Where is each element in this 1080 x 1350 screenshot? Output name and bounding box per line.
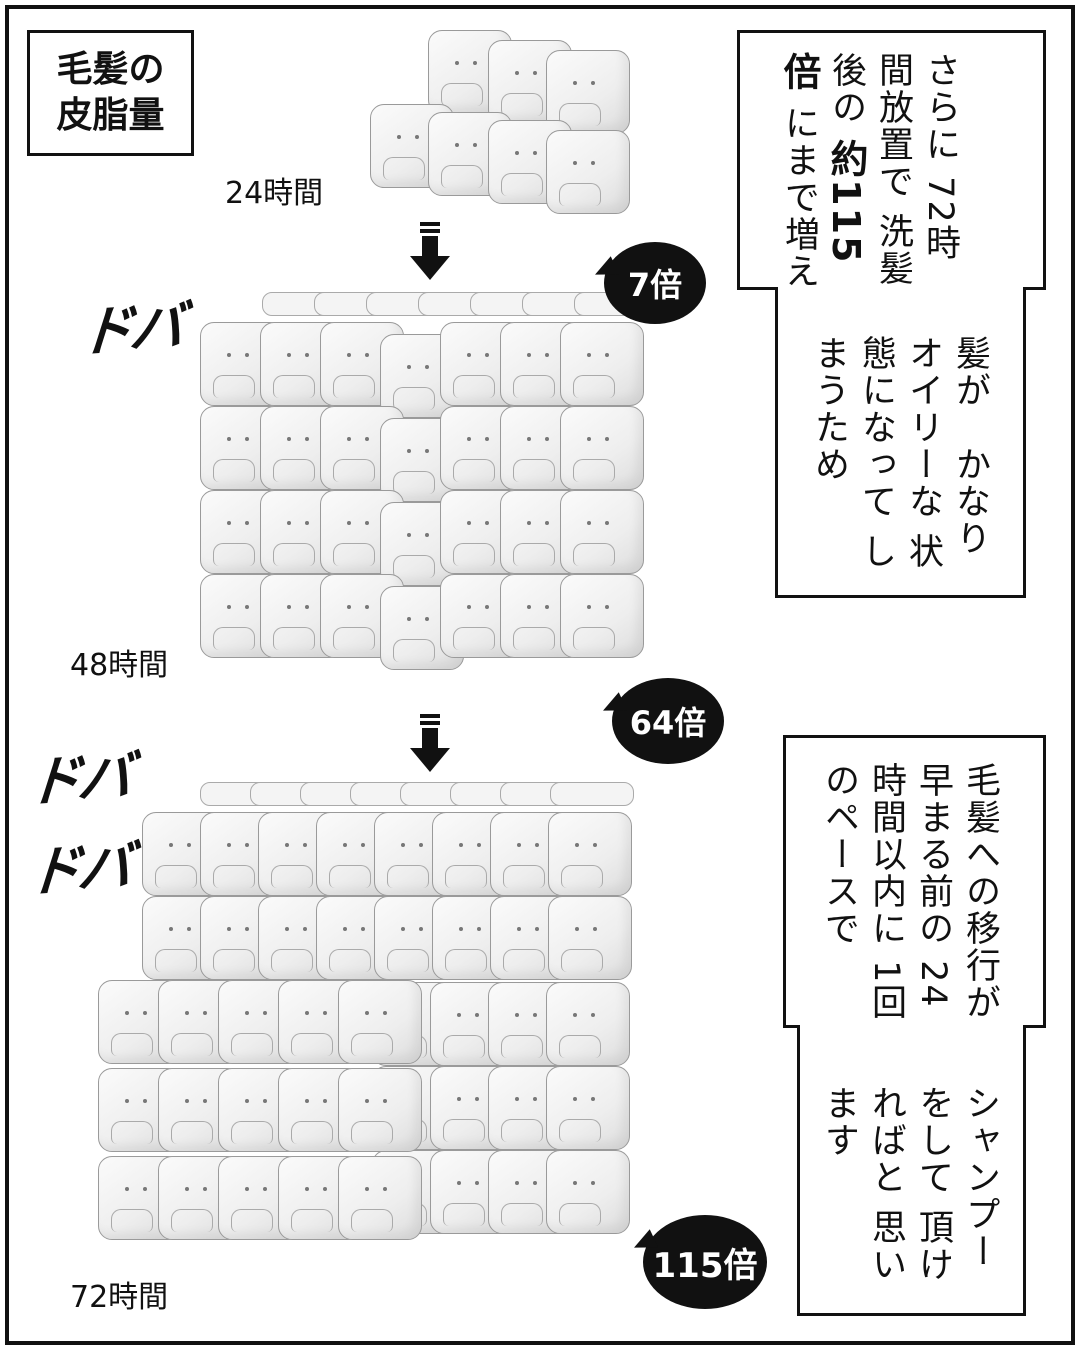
sebum-cube [560, 574, 644, 658]
narration-box-1-upper [737, 30, 1046, 290]
sound-effect-doba: ドバ [25, 834, 131, 905]
sebum-cube [546, 130, 630, 214]
text-column: 24時間以内に [866, 762, 953, 1009]
text-column: 72時間放置で [873, 52, 960, 262]
narration-1-top: さらに 72時間放置で 洗髪後の 約115倍 にまで増え [775, 52, 963, 292]
text-column: 洗髪後の [826, 52, 913, 288]
sebum-cube [560, 322, 644, 406]
narration-box-2-lower [797, 1018, 1026, 1316]
multiplier-bubble-7x: 7倍 [604, 242, 706, 324]
text-column: をして [913, 1085, 953, 1196]
sebum-cube [548, 812, 632, 896]
narration-2-top: 毛髪への移行が 早まる前の 24時間以内に 1回のペースで [815, 762, 1003, 1032]
narration-2-bottom: シャンプー をして 頂ければと 思います [815, 1085, 1003, 1315]
sebum-cube [550, 782, 634, 806]
text-column: 毛髪への移行が [960, 762, 1000, 1021]
text-column: シャンプー [960, 1085, 1000, 1270]
down-arrow-icon [410, 222, 450, 280]
sebum-cube [338, 980, 422, 1064]
narration-box-2-upper [783, 735, 1046, 1028]
text-column: しまうため [809, 335, 896, 571]
text-column: 頂ければと [866, 1085, 953, 1284]
sebum-cube [560, 490, 644, 574]
text-column-bold: 約115倍 [777, 52, 868, 265]
title-line-2: 皮脂量 [56, 95, 165, 136]
title-line-1: 毛髪の [56, 49, 165, 90]
time-label-24h: 24時間 [225, 176, 324, 211]
multiplier-bubble-64x: 64倍 [612, 678, 724, 764]
sebum-cube [338, 1156, 422, 1240]
down-arrow-icon [410, 714, 450, 772]
text-column: 思います [819, 1085, 906, 1284]
time-label-72h: 72時間 [70, 1280, 169, 1315]
sebum-cube [560, 406, 644, 490]
sebum-cube [546, 1150, 630, 1234]
text-column: にまで増え [779, 105, 819, 291]
multiplier-bubble-115x: 115倍 [643, 1215, 767, 1309]
time-label-48h: 48時間 [70, 648, 169, 683]
panel-frame [5, 5, 1075, 1345]
text-column: 早まる前の [913, 762, 953, 947]
sebum-cube [546, 982, 630, 1066]
multiplier-text: 7倍 [627, 266, 683, 304]
multiplier-text: 64倍 [629, 704, 707, 742]
sound-effect-doba: ドバ [25, 744, 131, 815]
multiplier-text: 115倍 [652, 1245, 758, 1286]
sebum-cube [548, 896, 632, 980]
narration-1-bottom: 髪が かなり オイリーな 状態になって しまうため [805, 335, 993, 585]
text-column: 状態になって [856, 335, 943, 571]
text-column: さらに [920, 52, 960, 163]
sound-effect-doba: ドバ [77, 294, 183, 365]
text-column: オイリーな [903, 335, 943, 520]
sebum-cube [338, 1068, 422, 1152]
sebum-cube [546, 1066, 630, 1150]
text-column: 1回のペースで [819, 762, 906, 1022]
text-column: 髪が かなり [950, 335, 990, 557]
narration-box-1-lower [775, 280, 1026, 598]
title-box: 毛髪の 皮脂量 [27, 30, 194, 156]
